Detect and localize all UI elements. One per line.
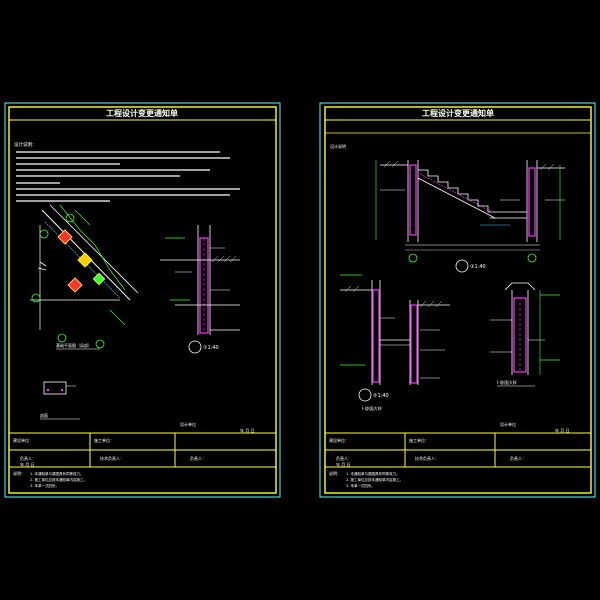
- grid-bubble: [95, 339, 105, 349]
- footer-date: 年 月 日: [555, 427, 570, 433]
- footer-notes-title: 说明：: [13, 470, 25, 476]
- grid-bubble: [57, 333, 67, 343]
- footer-date: 年 月 日: [240, 427, 255, 433]
- footer-label: 技术负责人：: [415, 455, 439, 461]
- grid-bubble: [65, 213, 75, 223]
- wall-section-detail-2: [340, 274, 450, 402]
- footer-label: 设计单位: [180, 421, 196, 427]
- footer-label: 负责人：: [20, 455, 36, 461]
- footer-label: 施工单位：: [409, 437, 429, 443]
- grid-bubble: [39, 229, 49, 239]
- footer-label: 负责人：: [190, 455, 206, 461]
- footer-note: 3. 本单一式四份。: [30, 483, 59, 488]
- footer-label: 负责人：: [510, 455, 526, 461]
- footer-label: 设计单位: [500, 421, 516, 427]
- notes-header: 设计说明: [330, 143, 346, 149]
- footer-table: [8, 432, 277, 468]
- footer-date: 年 月 日: [20, 461, 35, 467]
- wall-section-detail: [160, 225, 240, 354]
- footer-label: 负责人：: [336, 455, 352, 461]
- footer-note: 3. 本单一式四份。: [346, 483, 375, 488]
- sheet-left: 工程设计变更通知单 设计说明：: [4, 102, 281, 498]
- sheet-right-outer-border: [319, 102, 596, 498]
- notes-text-lines: [16, 151, 240, 202]
- footer-note: 2. 施工单位应按本通知单内容施工。: [346, 477, 403, 482]
- grid-bubble: [31, 293, 41, 303]
- sheet-left-outer-border: [4, 102, 281, 498]
- sheet-left-frame: [8, 106, 277, 494]
- footer-notes-title: 说明：: [329, 470, 341, 476]
- detail-label: ①1:40: [203, 345, 219, 351]
- sheet-left-title: 工程设计变更通知单: [106, 108, 178, 118]
- footer-note: 1. 本通知单与原图具有同等效力。: [30, 471, 83, 476]
- footer-note: 1. 本通知单与原图具有同等效力。: [346, 471, 399, 476]
- sheet-right: 工程设计变更通知单 设计说明: [319, 102, 596, 498]
- section-caption: 剖面: [40, 412, 48, 418]
- plan-caption: 基础平面图（局部）: [56, 342, 92, 348]
- bottom-caption: Ⅰ-Ⅰ剖面大样: [497, 379, 517, 385]
- column-section-detail: [490, 282, 560, 375]
- detail-label-3: ③1:40: [470, 264, 486, 270]
- foundation-plan-diagram: [30, 204, 139, 349]
- stair-section-detail: [375, 160, 565, 273]
- notes-header: 设计说明：: [14, 141, 37, 148]
- footer-label: 建设单位：: [329, 437, 349, 443]
- footer-label: 建设单位：: [13, 437, 33, 443]
- footer-note: 2. 施工单位应按本通知单内容施工。: [30, 477, 87, 482]
- footer-label: 技术负责人：: [100, 455, 124, 461]
- footer-label: 施工单位：: [94, 437, 114, 443]
- section-caption: Ⅰ-Ⅰ剖面大样: [362, 405, 382, 411]
- footer-table: [324, 432, 592, 468]
- sheet-right-frame: [324, 106, 592, 494]
- beam-detail-small: [43, 381, 76, 395]
- sheet-right-title: 工程设计变更通知单: [422, 108, 494, 118]
- footer-date: 年 月 日: [336, 461, 351, 467]
- detail-label-2: ②1:40: [373, 393, 389, 399]
